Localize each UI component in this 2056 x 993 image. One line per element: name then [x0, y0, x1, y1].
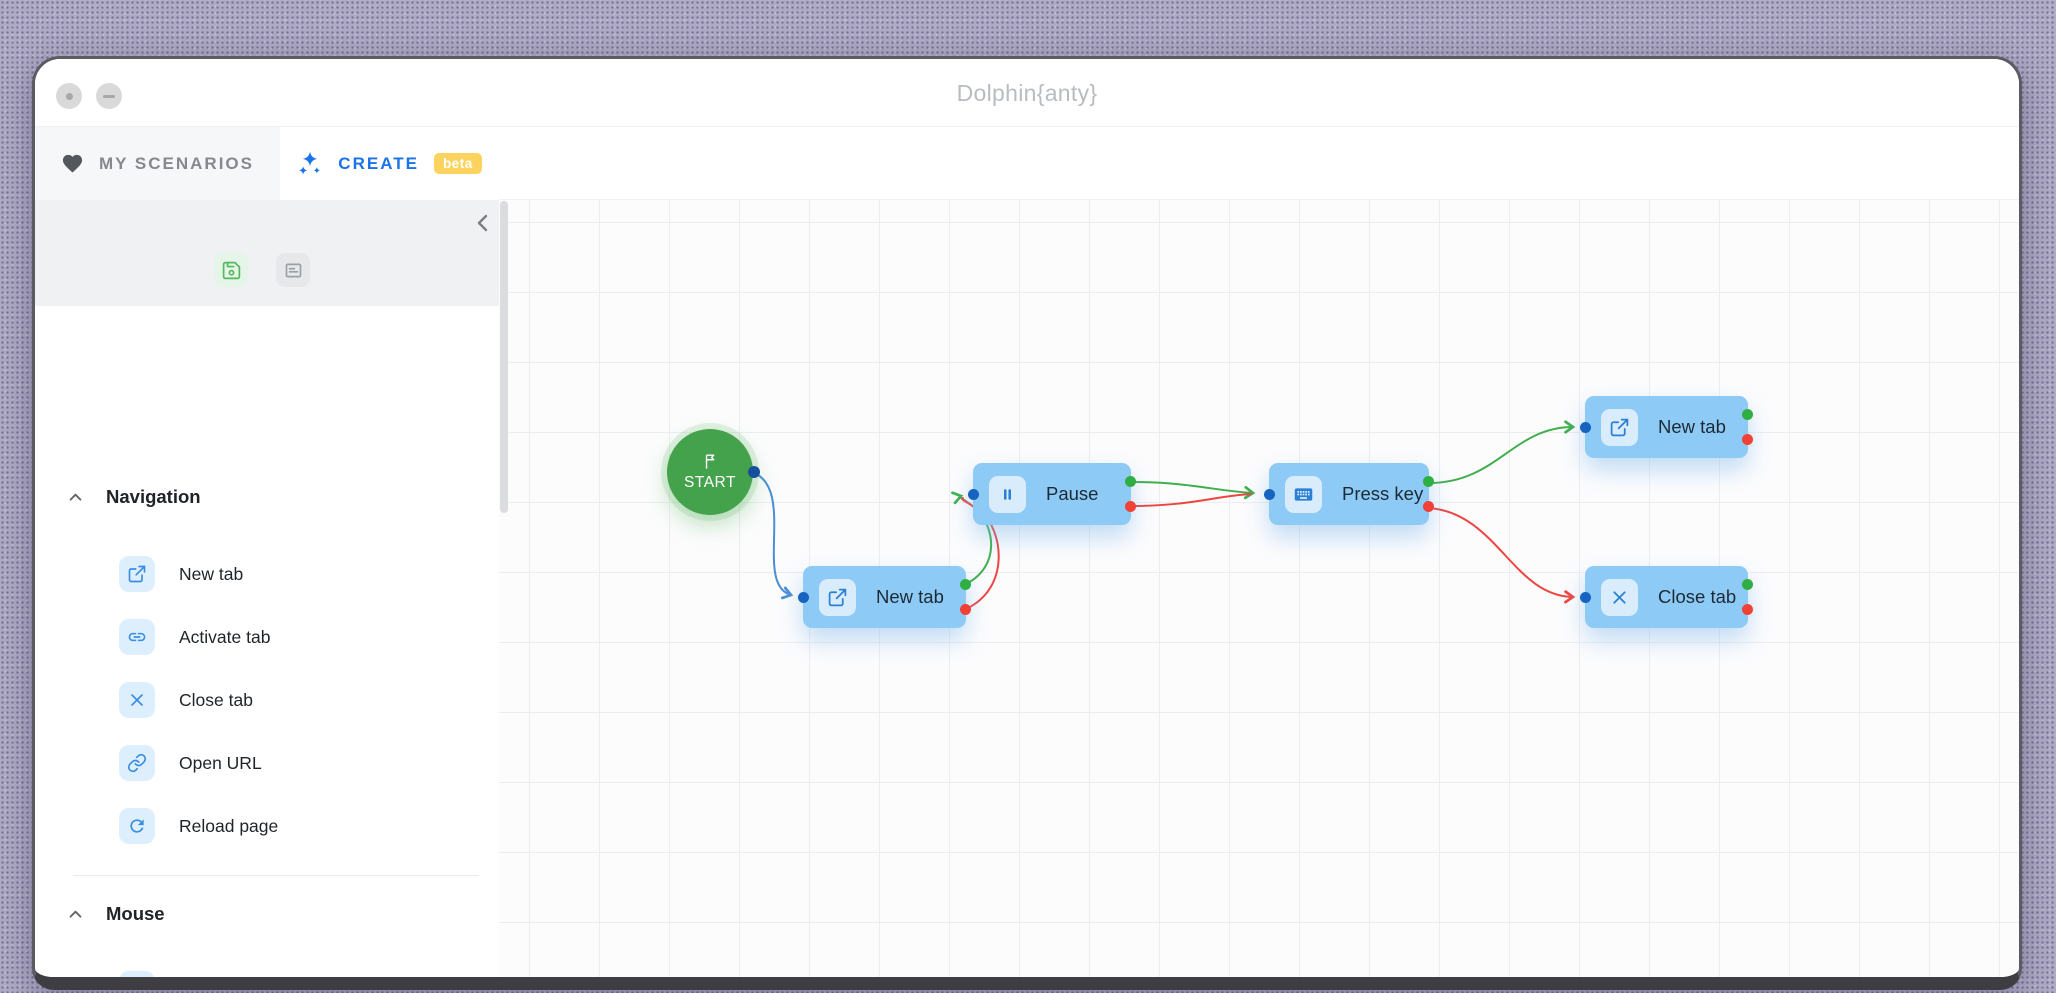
flag-icon	[705, 454, 714, 469]
reload-page-icon	[119, 808, 155, 844]
item-label: Activate tab	[179, 626, 271, 647]
window-minimize-button[interactable]	[96, 83, 122, 109]
tab-create-label: CREATE	[338, 153, 419, 173]
edge-pause-to-press-key-success[interactable]	[1130, 481, 1256, 500]
node-label: Pause	[1046, 483, 1099, 504]
item-label: Open URL	[179, 752, 262, 773]
edge-pause-to-press-key-error[interactable]	[1130, 493, 1252, 507]
sidebar-item-open-url[interactable]: Open URL	[119, 745, 262, 781]
item-label: Click	[179, 978, 217, 990]
edge-press-key-to-close-tab-error[interactable]	[1428, 507, 1576, 604]
input-port[interactable]	[1580, 591, 1591, 603]
section-divider	[73, 875, 479, 876]
start-node-label: START	[684, 474, 736, 491]
input-port[interactable]	[968, 488, 979, 500]
error-port[interactable]	[1742, 434, 1753, 445]
tab-my-scenarios[interactable]: MY SCENARIOS	[35, 127, 280, 200]
sidebar-item-click[interactable]: Click	[119, 971, 217, 990]
item-label: Reload page	[179, 815, 279, 836]
chevron-up-icon	[69, 493, 82, 501]
tab-my-scenarios-label: MY SCENARIOS	[99, 153, 254, 173]
click-icon	[119, 971, 155, 977]
node-press-key[interactable]: Press key	[1264, 463, 1434, 525]
node-label: Press key	[1342, 483, 1424, 504]
collapse-sidebar-button[interactable]	[471, 211, 495, 235]
node-label: Close tab	[1658, 586, 1737, 607]
save-button[interactable]	[214, 253, 248, 287]
sidebar-scrollbar[interactable]	[500, 201, 508, 513]
error-port[interactable]	[1742, 604, 1753, 615]
tab-create[interactable]: CREATE beta	[280, 127, 499, 200]
sparkles-icon	[299, 151, 321, 174]
success-port[interactable]	[1423, 476, 1434, 487]
beta-badge: beta	[433, 153, 482, 174]
success-port[interactable]	[1742, 579, 1753, 590]
activate-tab-icon	[119, 619, 155, 655]
start-output-port[interactable]	[748, 466, 760, 478]
error-port[interactable]	[1125, 501, 1136, 512]
pause-icon	[989, 475, 1026, 513]
item-label: Close tab	[179, 689, 253, 710]
open-url-icon	[119, 745, 155, 781]
keyboard-icon	[1285, 475, 1322, 513]
item-label: New tab	[179, 563, 244, 584]
success-port[interactable]	[1125, 476, 1136, 487]
section-navigation[interactable]: Navigation	[67, 486, 201, 508]
chevron-up-icon	[69, 910, 82, 918]
app-window: Dolphin{anty} MY SCENARIOS CREATE beta	[32, 56, 2022, 990]
node-start[interactable]: START	[667, 429, 760, 515]
section-title: Mouse	[106, 903, 165, 924]
close-tab-icon	[1601, 578, 1638, 616]
success-port[interactable]	[960, 579, 971, 590]
node-close-tab[interactable]: Close tab	[1580, 566, 1753, 628]
sidebar-item-close-tab[interactable]: Close tab	[119, 682, 253, 718]
node-new-tab-1[interactable]: New tab	[798, 566, 971, 628]
new-tab-icon	[119, 556, 155, 592]
dot-icon	[65, 92, 73, 100]
node-label: New tab	[876, 586, 944, 607]
input-port[interactable]	[1580, 421, 1591, 433]
heart-icon	[62, 154, 83, 173]
sidebar-item-reload-page[interactable]: Reload page	[119, 808, 278, 844]
error-port[interactable]	[960, 604, 971, 615]
title-bar: Dolphin{anty}	[35, 59, 2019, 127]
save-icon	[222, 261, 240, 279]
minus-icon	[103, 94, 115, 98]
input-port[interactable]	[1264, 488, 1275, 500]
panel-icon	[285, 263, 301, 277]
section-title: Navigation	[106, 486, 201, 507]
scenario-canvas[interactable]: START New tab Pause	[499, 200, 2019, 977]
sidebar-header	[35, 200, 499, 306]
window-control-dot-button[interactable]	[56, 83, 82, 109]
app-title: Dolphin{anty}	[956, 79, 1098, 106]
node-pause[interactable]: Pause	[968, 463, 1136, 525]
chevron-left-icon	[477, 214, 488, 232]
sidebar-item-activate-tab[interactable]: Activate tab	[119, 619, 270, 655]
close-tab-icon	[119, 682, 155, 718]
input-port[interactable]	[798, 591, 809, 603]
section-mouse[interactable]: Mouse	[67, 903, 165, 925]
new-tab-icon	[819, 578, 856, 616]
node-label: New tab	[1658, 416, 1726, 437]
log-panel-button[interactable]	[276, 253, 310, 287]
edge-press-key-to-new-tab-2-success[interactable]	[1428, 420, 1576, 484]
tab-bar: MY SCENARIOS CREATE beta	[35, 127, 2019, 268]
node-new-tab-2[interactable]: New tab	[1580, 396, 1753, 458]
error-port[interactable]	[1423, 501, 1434, 512]
edges-layer	[751, 420, 1576, 610]
edge-start-to-new-tab-1[interactable]	[751, 471, 794, 600]
new-tab-icon	[1601, 408, 1638, 446]
success-port[interactable]	[1742, 409, 1753, 420]
actions-sidebar: Navigation New tab Activate tab Close ta…	[35, 200, 499, 977]
sidebar-item-new-tab[interactable]: New tab	[119, 556, 243, 592]
